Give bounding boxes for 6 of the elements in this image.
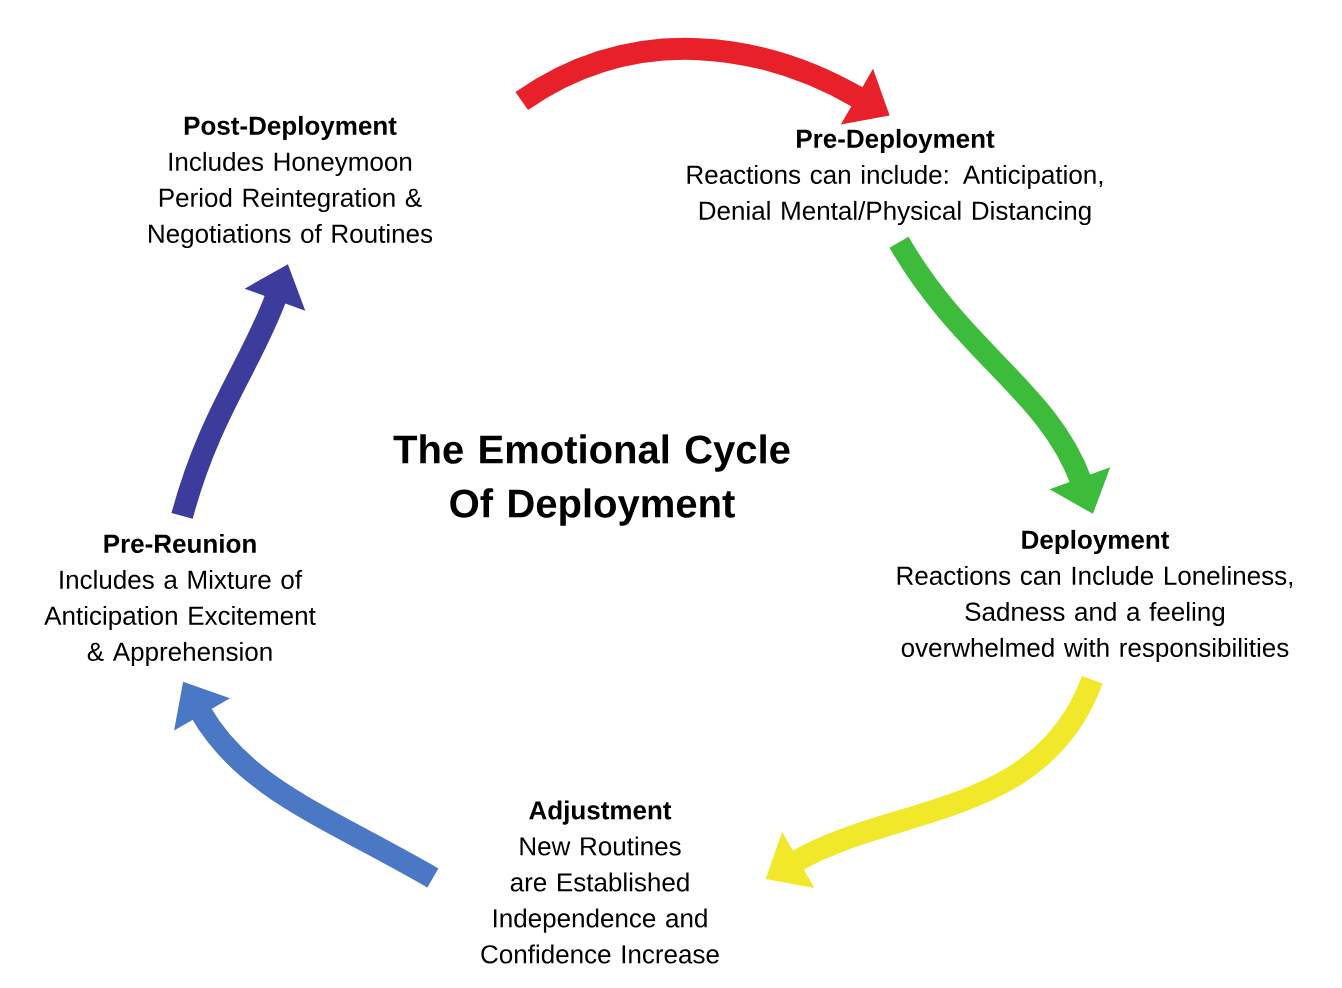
stage-label: Pre-Deployment Reactions can include: Anticipation, Denial Mental/Physical Distancing	[687, 128, 1103, 226]
diagram-title: The Emotional Cycle Of Deployment	[393, 434, 790, 526]
stage-label: Post-Deployment Includes Honeymoon Period Reintegration & Negotiations of Routines	[149, 115, 433, 249]
stage-label: Pre-Reunion Includes a Mixture of Anticipation Excitement & Apprehension	[44, 533, 316, 667]
stage-label: Adjustment New Routines are Established Independence and Confidence Increase	[481, 800, 719, 964]
stage-label: Deployment Reactions can Include Loneliness, Sadness and a feeling overwhelmed with responsibilities	[897, 529, 1292, 663]
